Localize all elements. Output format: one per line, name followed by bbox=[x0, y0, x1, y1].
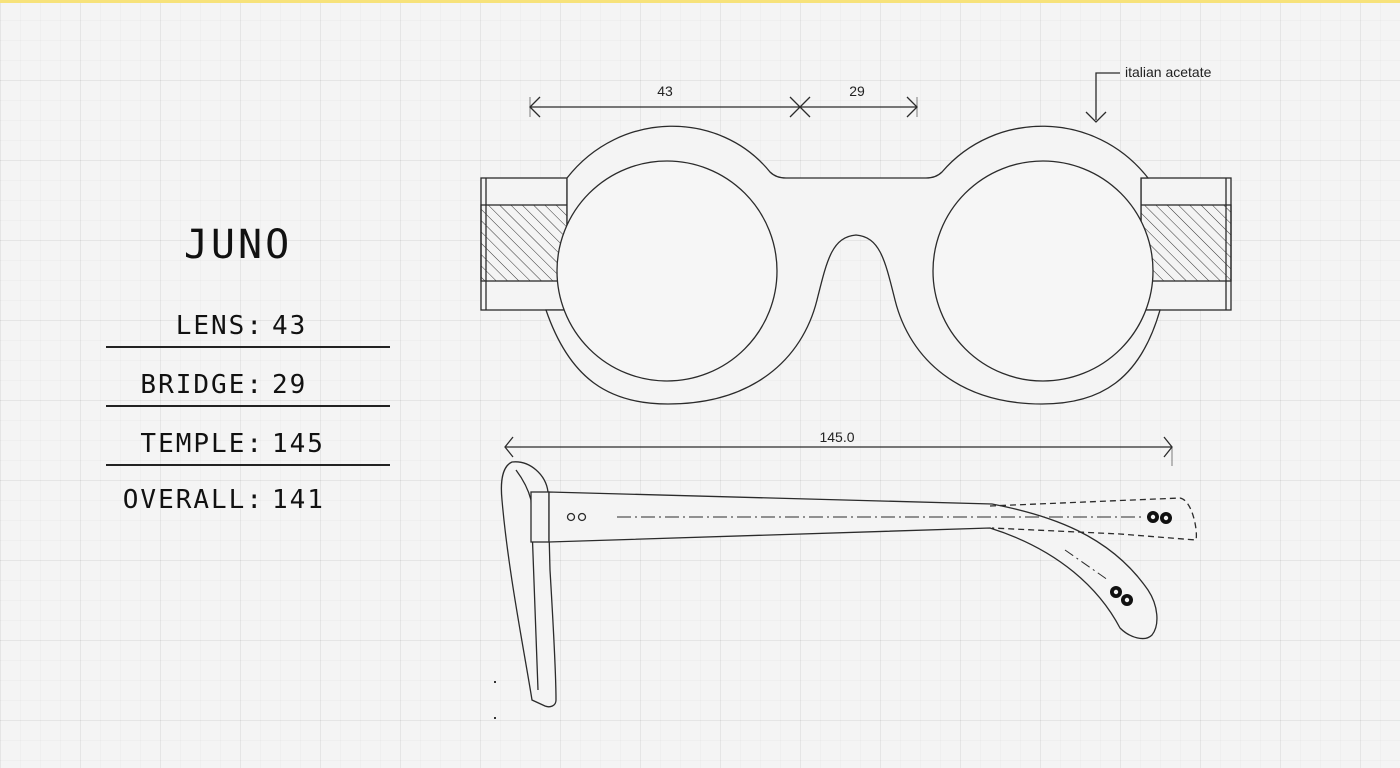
brand-logo-mark-icon bbox=[1147, 511, 1172, 524]
spec-value: 141 bbox=[272, 485, 325, 515]
spec-value: 145 bbox=[272, 429, 325, 459]
material-callout-arrow bbox=[1085, 72, 1120, 123]
lens-dimension-label: 43 bbox=[657, 83, 673, 99]
rivet-icon bbox=[577, 512, 587, 522]
bridge-dimension-line bbox=[799, 96, 918, 118]
temple-dimension-label: 145.0 bbox=[819, 429, 854, 445]
left-hinge-hatch bbox=[480, 204, 572, 282]
spec-row-overall: OVERALL: 141 bbox=[106, 466, 390, 520]
spec-value: 29 bbox=[272, 370, 308, 400]
right-lens bbox=[932, 160, 1154, 382]
spec-label: LENS: bbox=[175, 311, 264, 341]
side-hinge-block bbox=[530, 491, 550, 543]
spec-row-bridge: BRIDGE: 29 bbox=[106, 351, 390, 407]
spec-label: OVERALL: bbox=[122, 485, 264, 515]
spec-label: BRIDGE: bbox=[140, 370, 264, 400]
corner-mark bbox=[494, 717, 496, 719]
spec-row-lens: LENS: 43 bbox=[106, 292, 390, 348]
temple-dimension-line bbox=[504, 436, 1173, 466]
spec-value: 43 bbox=[272, 311, 308, 341]
product-name: JUNO bbox=[183, 222, 293, 268]
bridge-dimension-label: 29 bbox=[849, 83, 865, 99]
rivet-icon bbox=[566, 512, 576, 522]
temple-tip-dashed bbox=[989, 497, 1198, 541]
front-view bbox=[480, 125, 1232, 405]
side-view bbox=[500, 461, 1198, 708]
lens-dimension-line bbox=[529, 96, 801, 118]
top-accent-strip bbox=[0, 0, 1400, 3]
brand-logo-mark-tip-icon bbox=[1110, 586, 1133, 606]
corner-mark bbox=[494, 681, 496, 683]
spec-row-temple: TEMPLE: 145 bbox=[106, 410, 390, 466]
spec-label: TEMPLE: bbox=[140, 429, 264, 459]
temple-arm bbox=[548, 491, 1158, 640]
material-note: italian acetate bbox=[1125, 64, 1212, 80]
tip-centerline bbox=[1064, 549, 1109, 581]
left-lens bbox=[556, 160, 778, 382]
